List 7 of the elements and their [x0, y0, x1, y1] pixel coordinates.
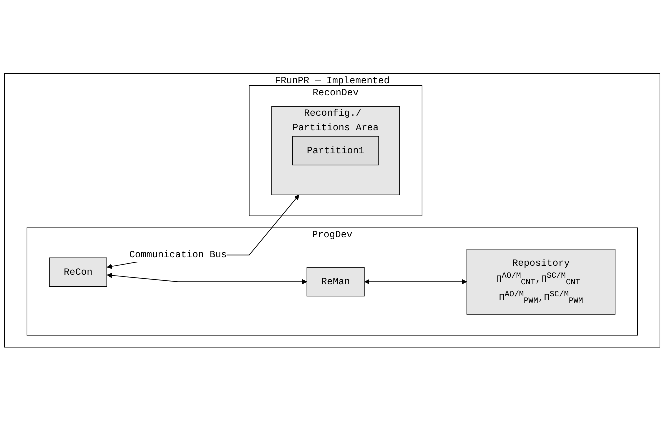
node-box: ReMan [306, 267, 365, 296]
edge-label: Communication Bus [129, 250, 228, 260]
arrow [107, 272, 308, 284]
arrow [107, 194, 300, 270]
node-box: ReCon [49, 258, 108, 287]
node-box: Partition1 [292, 136, 380, 166]
arrow [364, 279, 468, 284]
